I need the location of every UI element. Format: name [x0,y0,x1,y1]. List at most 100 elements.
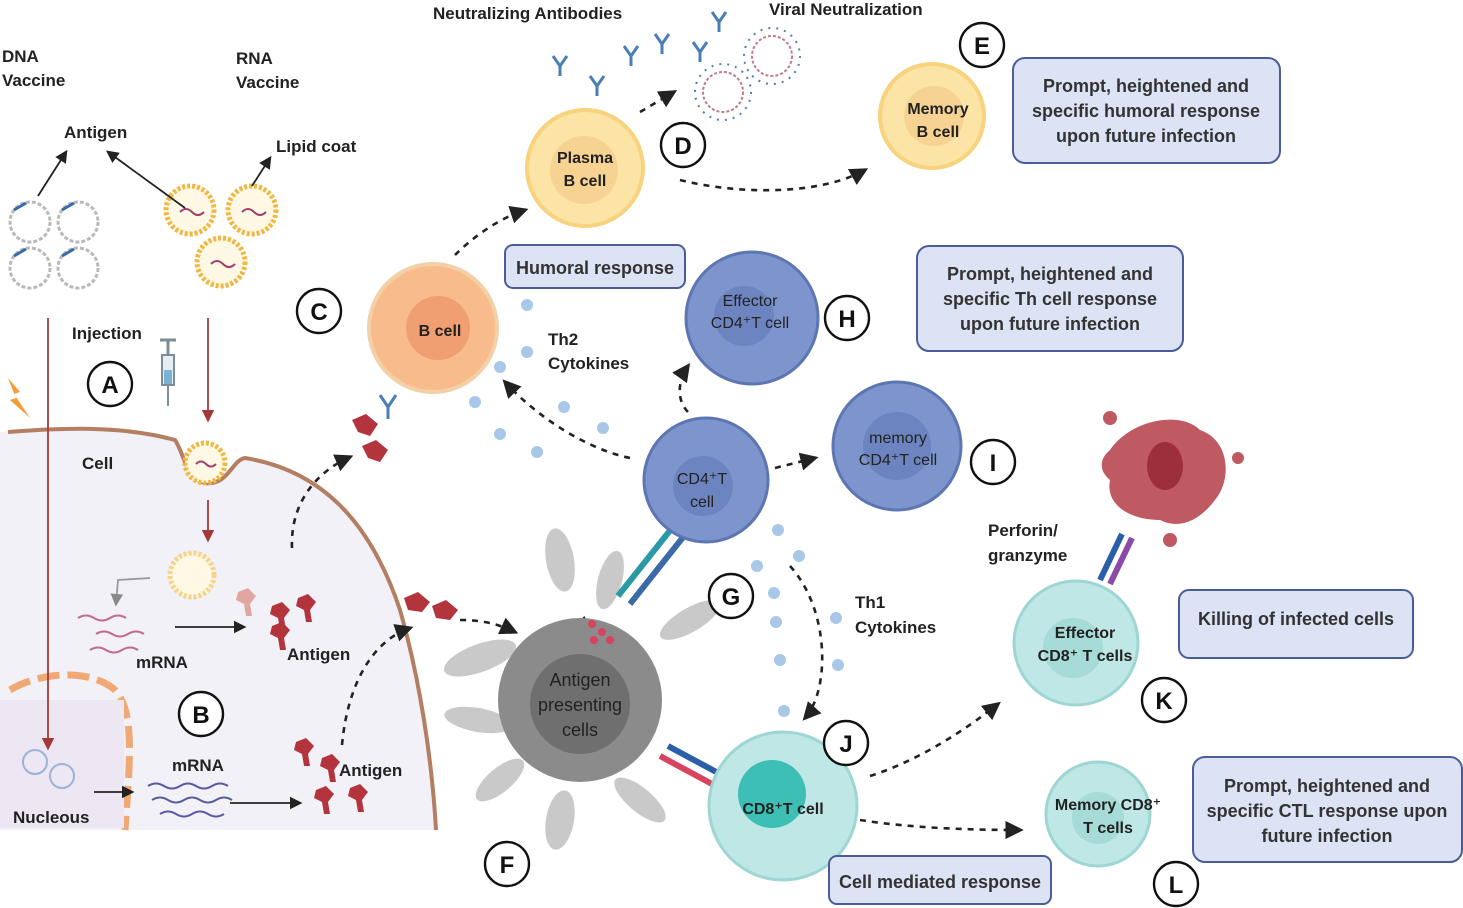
effector-cd8-nucleus [1043,618,1103,678]
mrna-label-1: mRNA [136,653,188,672]
nucleous-label: Nucleous [13,808,90,827]
letter-j: J [839,731,852,758]
apc-label-2: presenting [538,695,622,715]
effector-cd4-nucleus [714,286,774,346]
effector-cd4-label-2: CD4⁺T cell [711,315,789,332]
letter-h: H [838,306,855,333]
apc-dendrites [443,528,721,850]
lipid-nanoparticles [163,183,279,600]
lipid-coat-label: Lipid coat [276,137,357,156]
cd4-label-2: cell [690,494,714,511]
letter-circles [86,21,1200,908]
host-cell-membrane [7,426,438,831]
infected-cell-icon [1101,411,1244,547]
memory-cd8-label-1: Memory CD8⁺ [1055,797,1161,814]
antibody-icons [378,11,728,419]
viral-neutralization-label: Viral Neutralization [769,0,923,19]
mrna-strands [77,614,145,654]
humoral-memory-text-1: Prompt, heightened and [1043,76,1249,96]
letter-e: E [974,33,990,60]
humoral-memory-text-3: upon future infection [1056,126,1236,146]
letter-i: I [990,450,997,477]
letter-f: F [500,852,515,879]
letter-b: B [192,702,209,729]
th1-label-1: Th1 [855,593,885,612]
grey-arrow [110,577,151,607]
memory-b-label-2: B cell [917,124,960,141]
memory-cd4-nucleus [863,412,931,480]
apc-label-3: cells [562,720,598,740]
letter-d: D [674,133,691,160]
dna-vaccine-line1: DNA [2,47,39,66]
virus-icons [694,27,801,121]
red-arrows [41,318,215,751]
neutralizing-antibodies-label: Neutralizing Antibodies [433,4,622,23]
killing-text: Killing of infected cells [1198,609,1394,629]
summary-boxes [504,57,1463,905]
dna-vaccine-line2: Vaccine [2,71,65,90]
memory-cd4-label-2: CD4⁺T cell [859,452,937,469]
plasma-b-label-1: Plasma [557,150,613,167]
ctl-memory-text-1: Prompt, heightened and [1224,776,1430,796]
effector-cd8-label-1: Effector [1055,625,1115,642]
b-cell-label: B cell [419,323,462,340]
th1-cytokine-dots [751,524,844,717]
letter-g: G [722,584,741,611]
th-memory-text-3: upon future infection [960,314,1140,334]
cell-mediated-text: Cell mediated response [839,872,1041,892]
cell-label: Cell [82,454,113,473]
apc-nucleus [530,654,630,754]
memory-cd4-label-1: memory [869,430,927,447]
th1-label-2: Cytokines [855,618,936,637]
syringe-icon [160,338,176,406]
cd8-nucleus [738,760,806,828]
ctl-memory-text-2: specific CTL response upon [1207,801,1448,821]
b-cell-nucleus [406,296,470,360]
cd4-nucleus [673,456,733,516]
plasma-b-nucleus [550,136,618,204]
injection-label: Injection [72,324,142,343]
nuclear-mrna [147,782,233,818]
nuclear-plasmids [22,749,75,789]
cd4-label-1: CD4⁺T [677,471,727,488]
memory-cd8-label-2: T cells [1083,820,1133,837]
effector-cd8-label-2: CD8⁺ T cells [1038,648,1133,665]
dna-insert-icons [13,201,75,258]
letter-k: K [1155,688,1173,715]
th2-cytokine-dots [469,299,609,458]
humoral-memory-text-2: specific humoral response [1032,101,1260,121]
antigen-label-1: Antigen [287,645,350,664]
letter-c: C [310,299,327,326]
plasma-b-label-2: B cell [564,173,607,190]
tcr-receptors [615,526,1135,787]
effector-cd4-label-1: Effector [723,293,779,310]
th-memory-text-2: specific Th cell response [943,289,1157,309]
nucleus-membrane [8,671,133,831]
letter-l: L [1169,872,1184,899]
rna-vaccine-line1: RNA [236,49,273,68]
antigen-label-2: Antigen [339,761,402,780]
memory-cd8-nucleus [1072,792,1124,844]
th-memory-text-1: Prompt, heightened and [947,264,1153,284]
memory-b-nucleus [904,86,964,146]
th2-label-2: Cytokines [548,354,629,373]
apc-label-1: Antigen [549,670,610,690]
perforin-label-2: granzyme [988,546,1067,565]
antigen-label-top: Antigen [64,123,127,142]
memory-b-label-1: Memory [907,101,968,118]
antigen-icons [236,414,546,814]
apc-vesicles [588,620,614,644]
th2-label-1: Th2 [548,330,578,349]
mrna-label-2: mRNA [172,756,224,775]
lightning-icon [8,378,30,418]
rna-vaccine-line2: Vaccine [236,73,299,92]
ctl-memory-text-3: future infection [1262,826,1393,846]
humoral-response-text: Humoral response [516,258,674,278]
cd8-label: CD8⁺T cell [742,801,823,818]
perforin-label-1: Perforin/ [988,521,1058,540]
letter-a: A [101,372,118,399]
dna-plasmids [8,200,100,290]
solid-arrows [37,149,303,810]
